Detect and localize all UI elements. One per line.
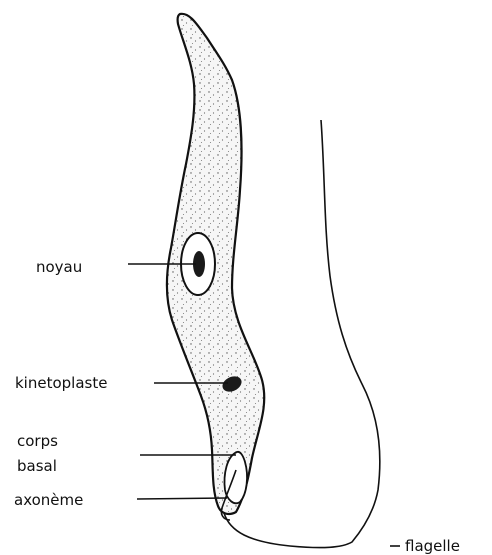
label-kinetoplast: kinetoplaste <box>15 374 107 392</box>
label-flagellum: flagelle <box>405 537 460 555</box>
label-basal-body-line2: basal <box>17 457 57 475</box>
axoneme-leader <box>137 498 227 499</box>
label-basal-body-line1: corps <box>17 432 58 450</box>
label-nucleus: noyau <box>36 258 82 276</box>
label-axoneme: axonème <box>14 491 83 509</box>
